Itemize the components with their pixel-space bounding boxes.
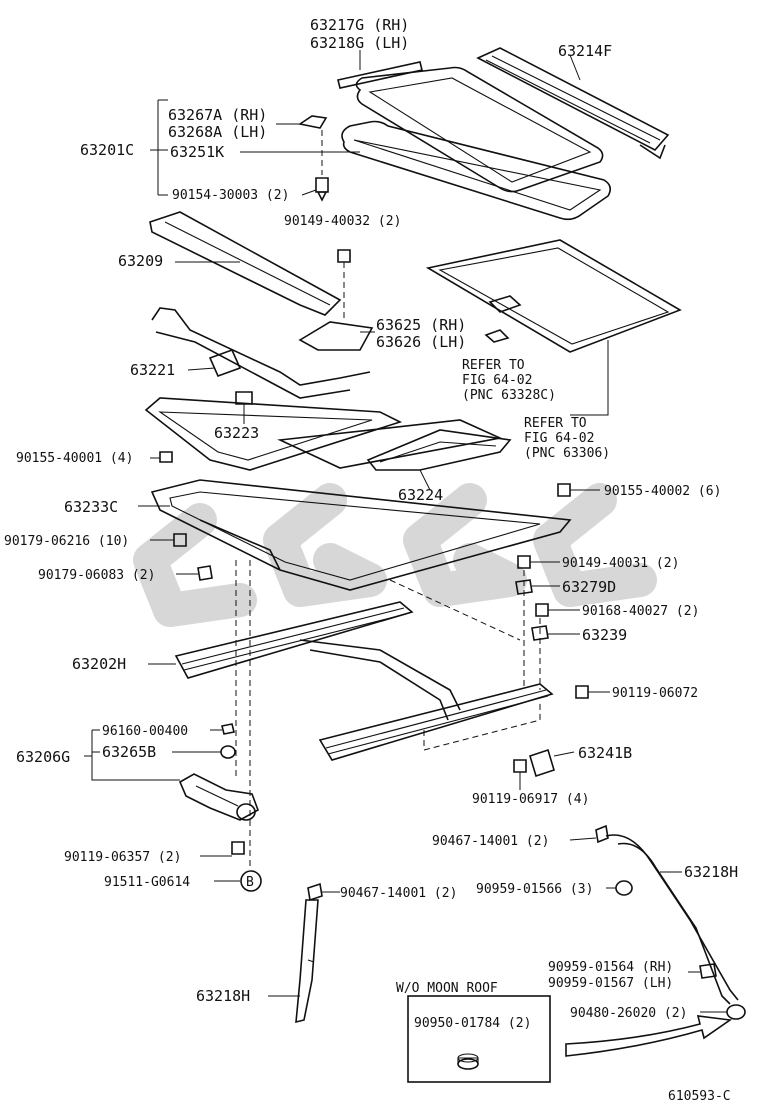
- motor-63206g: [178, 560, 259, 870]
- label-63214f: 63214F: [558, 42, 612, 60]
- label-91511-g0614: 91511-G0614: [104, 875, 190, 890]
- drive-frame: [144, 397, 503, 471]
- label-90179-06216: 90179-06216 (10): [4, 534, 129, 549]
- bracket-63267a: [297, 115, 329, 202]
- label-refer1-line2: FIG 64-02: [462, 373, 532, 388]
- label-63279d: 63279D: [562, 578, 616, 596]
- label-63218g: 63218G (LH): [310, 34, 409, 52]
- label-90154-30003: 90154-30003 (2): [172, 188, 289, 203]
- label-90119-06917: 90119-06917 (4): [472, 792, 589, 807]
- label-refer1-line3: (PNC 63328C): [462, 388, 556, 403]
- label-refer2-line3: (PNC 63306): [524, 446, 610, 461]
- clip-96160-00400: [210, 723, 235, 735]
- label-63217g: 63217G (RH): [310, 16, 409, 34]
- label-63267a: 63267A (RH): [168, 106, 267, 124]
- circle-b-marker: [214, 870, 262, 892]
- sunshade-panel: [425, 239, 682, 416]
- label-63201c: 63201C: [80, 141, 134, 159]
- clip-90179-06216: [150, 533, 187, 547]
- sunroof-glass-frame: [355, 66, 604, 193]
- label-90959-01567: 90959-01567 (LH): [548, 976, 673, 991]
- label-90168-40027: 90168-40027 (2): [582, 604, 699, 619]
- grommet-90959-01564: [688, 963, 717, 979]
- label-refer1-line1: REFER TO: [462, 358, 525, 373]
- drain-hose-63218h-right: [605, 834, 739, 1005]
- guide-63223: [235, 391, 253, 424]
- label-circle-b: B: [246, 875, 254, 890]
- bolt-90119-06357: [200, 841, 245, 857]
- bolt-90119-06917: [513, 759, 527, 790]
- label-63626: 63626 (LH): [376, 333, 466, 351]
- clip-90467-14001-lower: [307, 882, 340, 902]
- grommet-90480-26020: [700, 1004, 746, 1020]
- arrow-to-grommet: [565, 1015, 733, 1057]
- label-90155-40001: 90155-40001 (4): [16, 451, 133, 466]
- label-90155-40002: 90155-40002 (6): [604, 484, 721, 499]
- nut-63279d: [515, 579, 560, 595]
- label-63268a: 63268A (LH): [168, 123, 267, 141]
- grommet-90959-01566: [606, 880, 633, 896]
- watermark-logo: [133, 483, 657, 627]
- label-63218h-right: 63218H: [684, 863, 738, 881]
- label-refer2-line2: FIG 64-02: [524, 431, 594, 446]
- label-90480-26020: 90480-26020 (2): [570, 1006, 687, 1021]
- label-63241b: 63241B: [578, 744, 632, 762]
- clip-90179-06083: [176, 565, 213, 581]
- drain-hose-63218h-left: [268, 899, 319, 1024]
- label-63625: 63625 (RH): [376, 316, 466, 334]
- label-63202h: 63202H: [72, 655, 126, 673]
- sunshade-rail-63209: [149, 211, 342, 316]
- label-refer2-line1: REFER TO: [524, 416, 587, 431]
- label-63265b: 63265B: [102, 743, 156, 761]
- label-90179-06083: 90179-06083 (2): [38, 568, 155, 583]
- rail-63224: [366, 429, 512, 491]
- bracket-63625: [298, 321, 375, 351]
- label-63221: 63221: [130, 361, 175, 379]
- bolt-90155-40002: [557, 483, 600, 497]
- label-90950-01784: 90950-01784 (2): [414, 1016, 531, 1031]
- housing-63233c: [138, 479, 572, 591]
- bolt-90149-40032: [337, 249, 351, 318]
- label-90959-01566: 90959-01566 (3): [476, 882, 593, 897]
- label-63218h-left: 63218H: [196, 987, 250, 1005]
- wo-moon-roof-box: [407, 995, 551, 1083]
- label-90467-14001-upper: 90467-14001 (2): [432, 834, 549, 849]
- bolt-90119-06072: [575, 685, 610, 699]
- clip-90467-14001-upper: [569, 824, 609, 844]
- label-90467-14001-lower: 90467-14001 (2): [340, 886, 457, 901]
- gear-63265b: [172, 745, 236, 759]
- bolt-90168-40027: [535, 603, 580, 617]
- label-96160-00400: 96160-00400: [102, 724, 188, 739]
- bolt-90155-40001: [150, 451, 173, 463]
- label-90119-06072: 90119-06072: [612, 686, 698, 701]
- rail-set-63202h: [148, 601, 554, 761]
- label-63223: 63223: [214, 424, 259, 442]
- label-90959-01564: 90959-01564 (RH): [548, 960, 673, 975]
- nut-63239: [531, 625, 580, 641]
- glass-seal-63251k: [341, 120, 612, 221]
- label-63209: 63209: [118, 252, 163, 270]
- part-labels: 63217G (RH) 63218G (LH) 63214F 63267A (R…: [4, 16, 738, 1104]
- group-bracket-63206g: [91, 730, 180, 781]
- label-63206g: 63206G: [16, 748, 70, 766]
- drive-cable-63221: [151, 307, 371, 399]
- bolt-90149-40031: [517, 555, 560, 569]
- label-wo-moon-roof: W/O MOON ROOF: [396, 981, 498, 996]
- label-63233c: 63233C: [64, 498, 118, 516]
- label-63251k: 63251K: [170, 143, 224, 161]
- label-90119-06357: 90119-06357 (2): [64, 850, 181, 865]
- figure-code: 610593-C: [668, 1089, 731, 1104]
- label-63239: 63239: [582, 626, 627, 644]
- label-90149-40031: 90149-40031 (2): [562, 556, 679, 571]
- label-90149-40032: 90149-40032 (2): [284, 214, 401, 229]
- weatherstrip-63217g: [337, 50, 423, 89]
- bracket-63241b: [529, 748, 575, 778]
- deflector-63214f: [476, 47, 670, 160]
- label-63224: 63224: [398, 486, 443, 504]
